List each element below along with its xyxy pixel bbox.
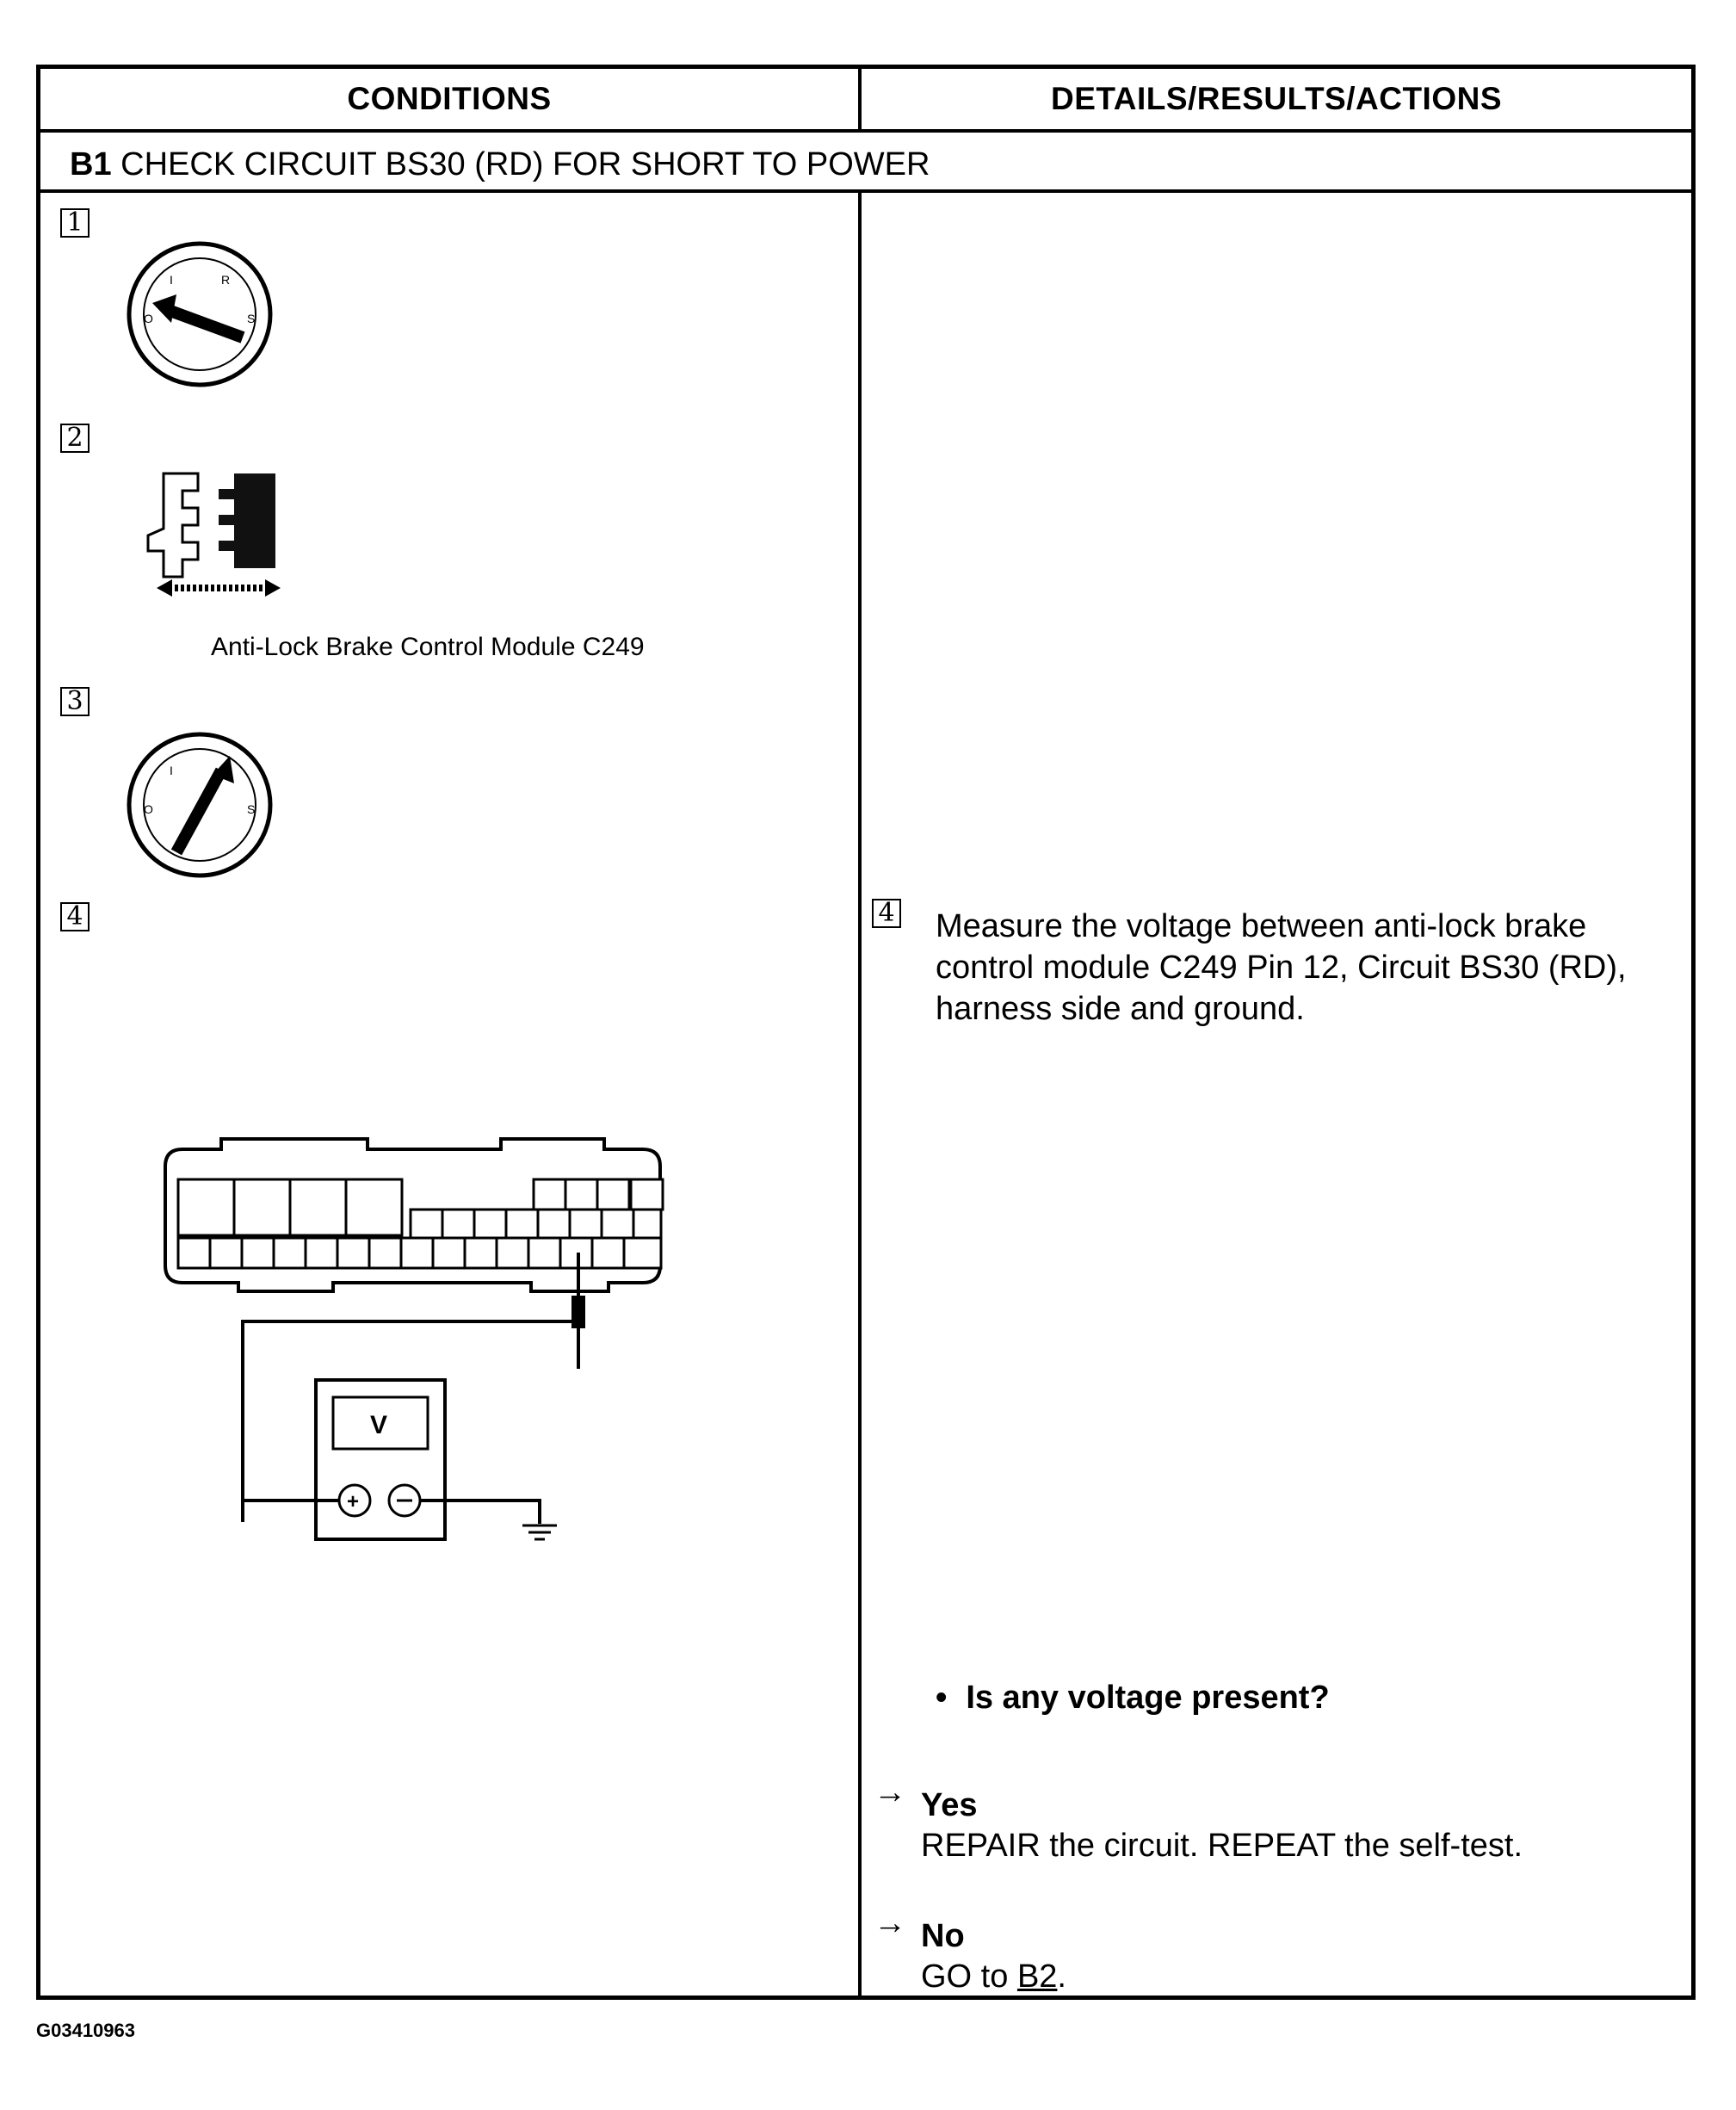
no-action: GO to B2. bbox=[921, 1956, 1066, 1997]
measurement-instruction: Measure the voltage between anti-lock br… bbox=[936, 908, 1627, 1027]
step-title: B1 CHECK CIRCUIT BS30 (RD) FOR SHORT TO … bbox=[70, 146, 930, 183]
condition-step-3-number: 3 bbox=[60, 687, 90, 716]
figure-id: G03410963 bbox=[36, 2020, 135, 2041]
voltmeter-connector-diagram: V + bbox=[164, 1137, 664, 1541]
column-divider bbox=[858, 189, 862, 1996]
voltage-question: • Is any voltage present? bbox=[936, 1677, 1330, 1718]
step-id: B1 bbox=[70, 146, 112, 183]
header-details: DETAILS/RESULTS/ACTIONS bbox=[1050, 81, 1503, 116]
ignition-letter: O bbox=[144, 802, 153, 816]
ignition-on-icon: O I R S bbox=[127, 732, 273, 878]
divider bbox=[858, 69, 862, 129]
divider bbox=[40, 189, 1691, 193]
connector-caption: Anti-Lock Brake Control Module C249 bbox=[211, 633, 645, 661]
yes-arrow-icon: → bbox=[874, 1774, 906, 1810]
condition-step-2-number: 2 bbox=[60, 424, 90, 453]
meter-symbol: V bbox=[370, 1411, 387, 1439]
ignition-letter: S bbox=[247, 802, 255, 816]
connector-disconnect-icon bbox=[146, 472, 281, 597]
condition-step-4-number: 4 bbox=[60, 902, 90, 931]
yes-action: REPAIR the circuit. REPEAT the self-test… bbox=[921, 1828, 1523, 1864]
ignition-letter: I bbox=[170, 273, 173, 287]
bullet: • bbox=[936, 1680, 948, 1716]
no-action-prefix: GO to bbox=[921, 1958, 1009, 1995]
ignition-letter: O bbox=[144, 312, 153, 325]
no-arrow-icon: → bbox=[874, 1905, 906, 1941]
condition-step-1-number: 1 bbox=[60, 208, 90, 238]
step-title-text: CHECK CIRCUIT BS30 (RD) FOR SHORT TO POW… bbox=[120, 146, 930, 183]
details-step-4-number: 4 bbox=[872, 899, 901, 928]
go-to-b2-link[interactable]: B2 bbox=[1016, 1958, 1058, 1995]
header-conditions: CONDITIONS bbox=[347, 81, 552, 116]
no-label: No bbox=[921, 1918, 965, 1954]
svg-text:+: + bbox=[347, 1490, 359, 1513]
yes-label: Yes bbox=[921, 1787, 978, 1823]
ignition-off-icon: O I R S bbox=[127, 241, 273, 387]
diagnostic-table: CONDITIONS DETAILS/RESULTS/ACTIONS B1 CH… bbox=[36, 65, 1696, 2000]
ignition-letter: S bbox=[247, 312, 255, 325]
ignition-letter: I bbox=[170, 764, 173, 777]
voltage-question-text: Is any voltage present? bbox=[966, 1680, 1330, 1716]
no-action-suffix: . bbox=[1057, 1958, 1066, 1995]
ignition-letter: R bbox=[221, 273, 230, 287]
divider bbox=[40, 129, 1691, 133]
